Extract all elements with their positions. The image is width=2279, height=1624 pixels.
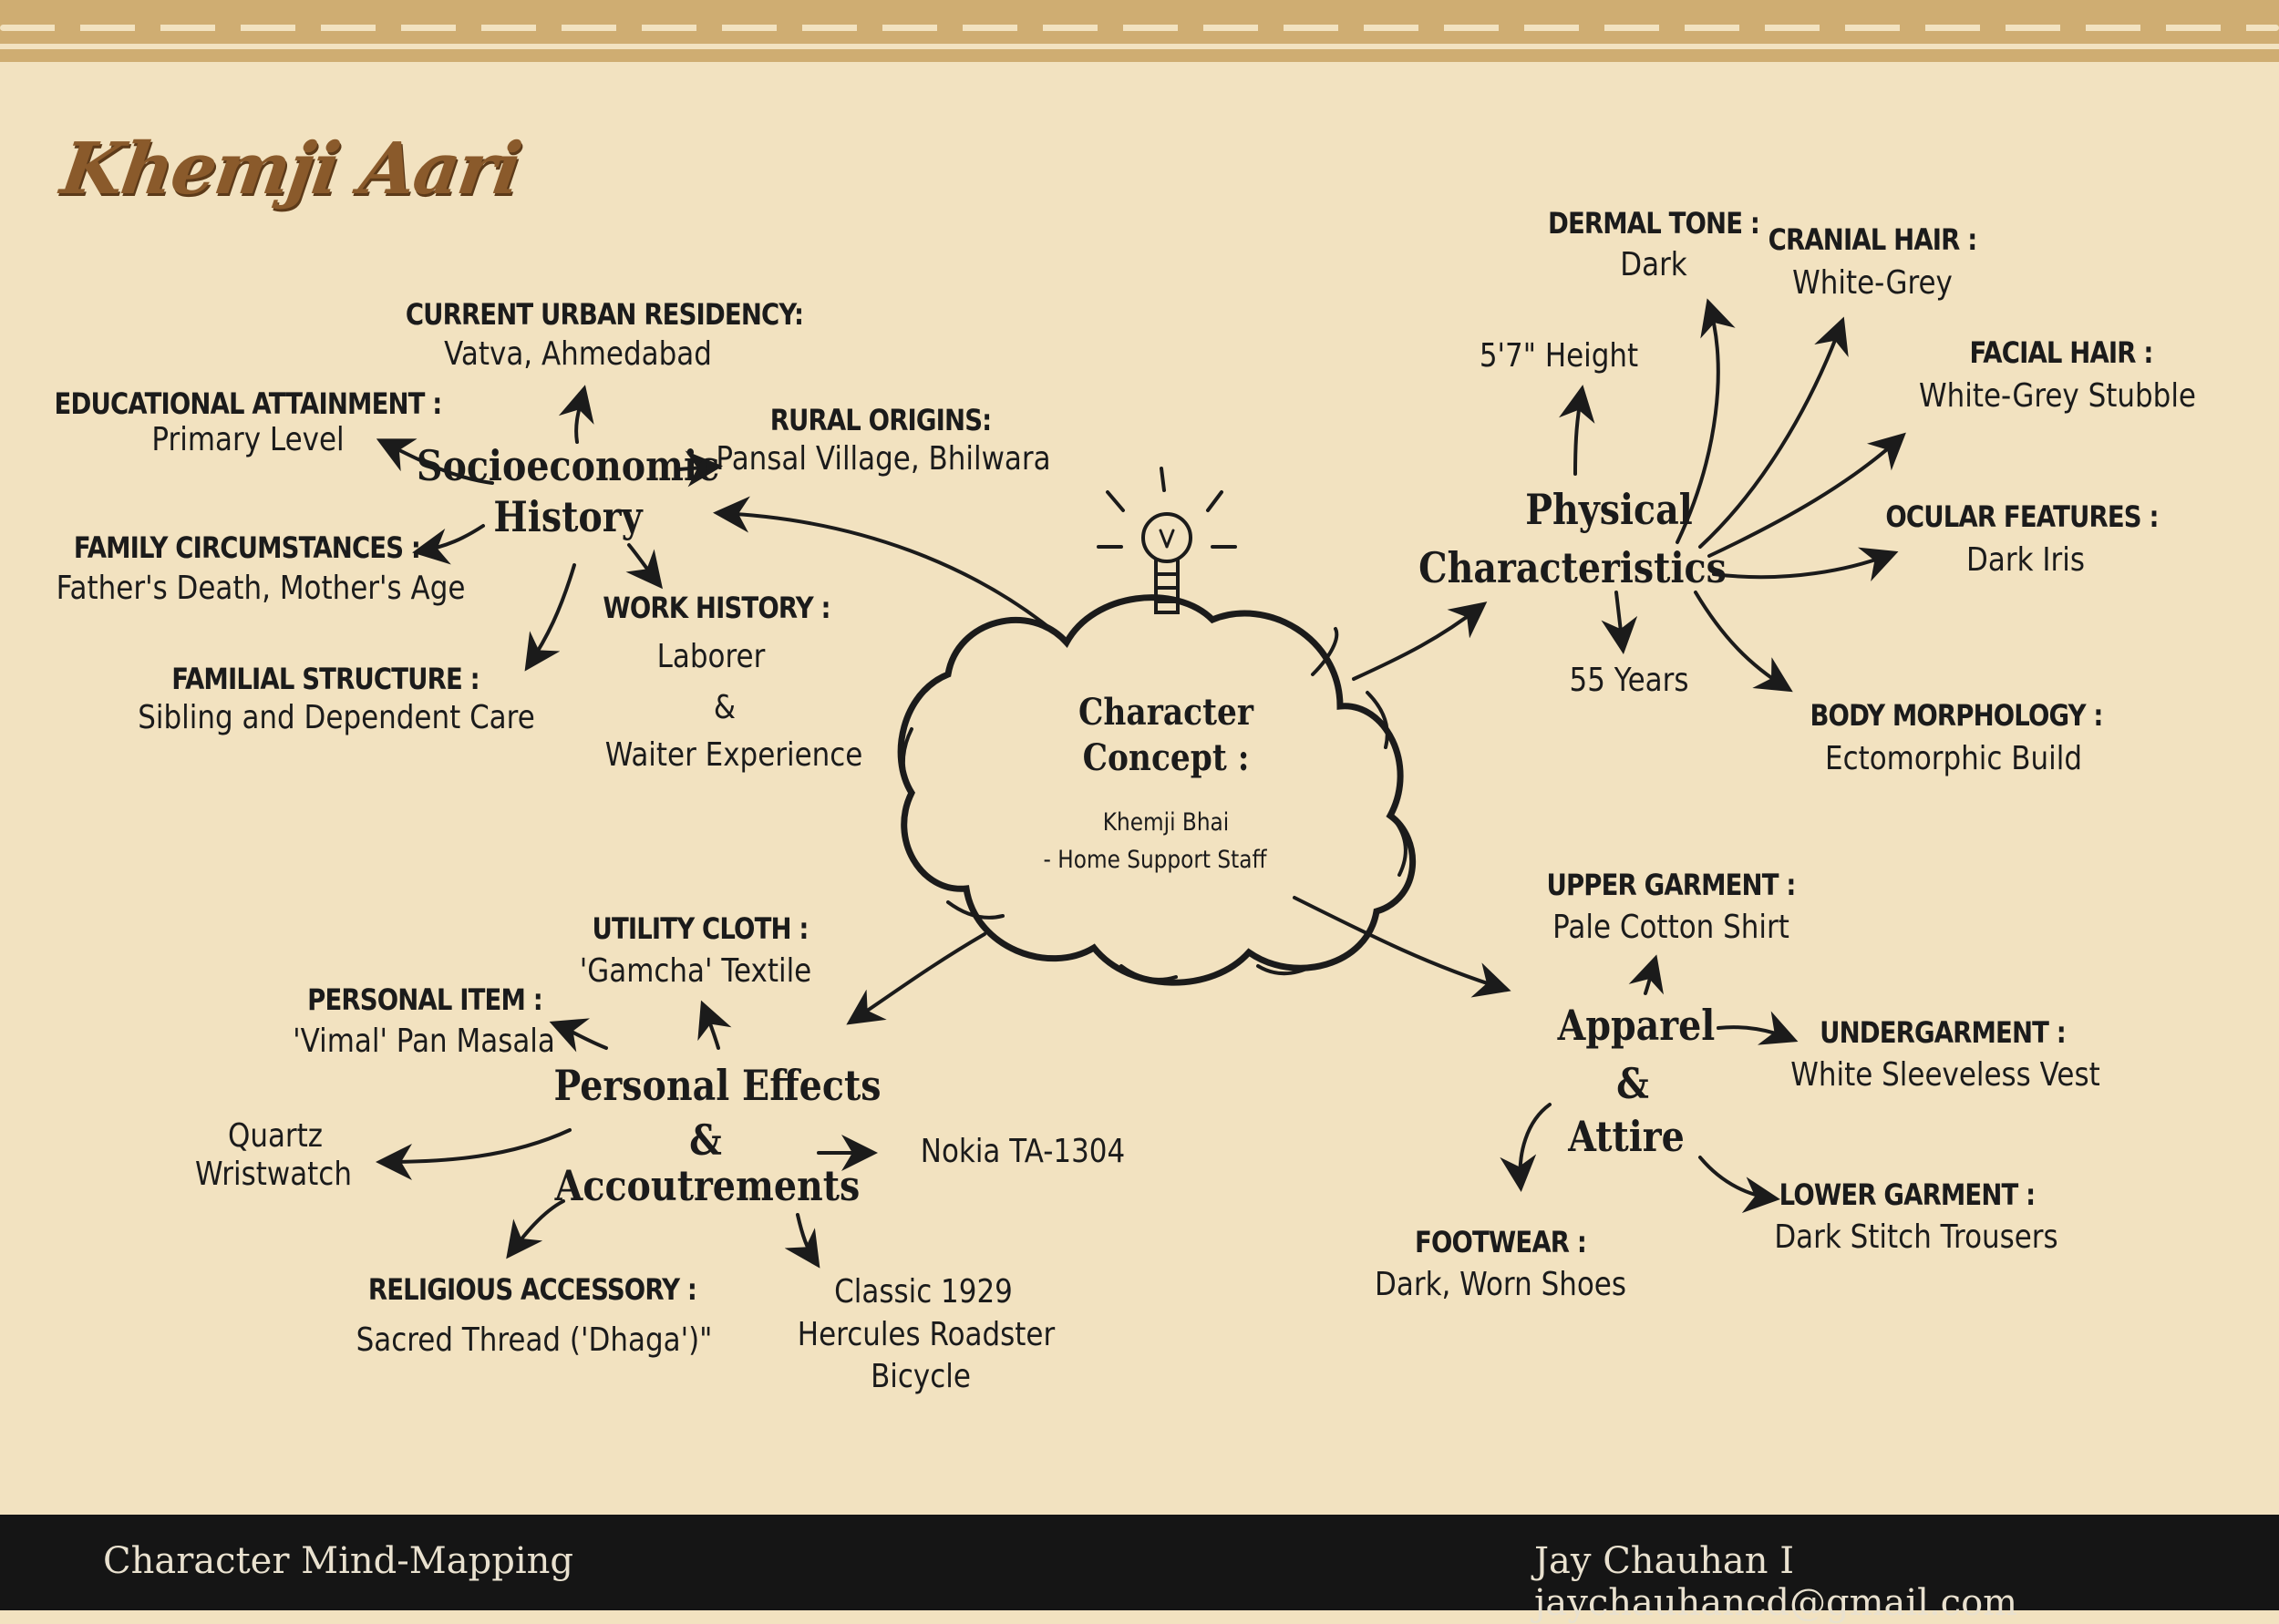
- work-label: WORK HISTORY :: [603, 591, 830, 625]
- center-sub-line2: - Home Support Staff: [1043, 846, 1267, 874]
- upper-value: Pale Cotton Shirt: [1552, 909, 1789, 946]
- footer-credit: Jay Chauhan I jaychauhancd@gmail.com: [1534, 1540, 2018, 1624]
- work-value-2: &: [713, 689, 737, 726]
- height-value: 5'7" Height: [1479, 337, 1639, 375]
- apparel-hub-line1: Apparel: [1557, 1001, 1716, 1050]
- center-title-line2: Concept :: [1082, 736, 1250, 779]
- rural-label: RURAL ORIGINS:: [769, 403, 992, 437]
- watch-line1: Quartz: [227, 1117, 324, 1155]
- socio-hub-line1: Socioeconomic: [416, 441, 720, 490]
- cranial-label: CRANIAL HAIR :: [1768, 222, 1978, 257]
- under-label: UNDERGARMENT :: [1820, 1015, 2067, 1050]
- work-value-3: Waiter Experience: [604, 736, 863, 774]
- body-label: BODY MORPHOLOGY :: [1810, 698, 2103, 733]
- personal-hub-line1: Personal Effects: [553, 1061, 882, 1110]
- dermal-label: DERMAL TONE :: [1547, 206, 1760, 241]
- bicycle-line3: Bicycle: [871, 1358, 971, 1395]
- ocular-label: OCULAR FEATURES :: [1885, 499, 2159, 534]
- center-sub-line1: Khemji Bhai: [1102, 808, 1230, 837]
- structure-value: Sibling and Dependent Care: [138, 699, 535, 736]
- family-value: Father's Death, Mother's Age: [56, 570, 466, 607]
- dermal-value: Dark: [1620, 246, 1687, 283]
- footer-title: Character Mind-Mapping: [103, 1540, 573, 1582]
- family-label: FAMILY CIRCUMSTANCES :: [73, 530, 421, 565]
- work-value-1: Laborer: [656, 638, 766, 675]
- body-value: Ectomorphic Build: [1825, 740, 2082, 777]
- band-line: [0, 44, 2279, 49]
- religious-value: Sacred Thread ('Dhaga')": [356, 1321, 713, 1359]
- footwear-value: Dark, Worn Shoes: [1375, 1266, 1626, 1303]
- top-decorative-band: [0, 0, 2279, 62]
- under-value: White Sleeveless Vest: [1790, 1056, 2100, 1094]
- footwear-label: FOOTWEAR :: [1415, 1225, 1587, 1259]
- structure-label: FAMILIAL STRUCTURE :: [171, 662, 480, 696]
- personal-hub-line3: Accoutrements: [554, 1161, 861, 1210]
- apparel-hub-line2: &: [1616, 1059, 1649, 1108]
- age-value: 55 Years: [1569, 662, 1689, 699]
- facial-value: White-Grey Stubble: [1919, 377, 2196, 415]
- footer-bar: Character Mind-Mapping Jay Chauhan I jay…: [0, 1515, 2279, 1624]
- religious-label: RELIGIOUS ACCESSORY :: [367, 1272, 697, 1307]
- bicycle-line1: Classic 1929: [834, 1273, 1013, 1311]
- bicycle-line2: Hercules Roadster: [797, 1316, 1056, 1353]
- phone-value: Nokia TA-1304: [920, 1133, 1126, 1170]
- personal-hub-line2: &: [689, 1115, 722, 1165]
- center-title-line1: Character: [1078, 691, 1253, 734]
- lightbulb-icon: [1141, 512, 1192, 563]
- item-value: 'Vimal' Pan Masala: [293, 1023, 555, 1060]
- upper-label: UPPER GARMENT :: [1546, 868, 1796, 902]
- apparel-hub-line3: Attire: [1568, 1112, 1685, 1161]
- education-value: Primary Level: [151, 421, 345, 458]
- concept-cloud: [897, 594, 1417, 986]
- lower-label: LOWER GARMENT :: [1779, 1177, 2036, 1212]
- stitch-dash-line: [0, 25, 2279, 31]
- facial-label: FACIAL HAIR :: [1969, 335, 2154, 370]
- physical-hub-line1: Physical: [1525, 485, 1693, 534]
- ocular-value: Dark Iris: [1966, 541, 2085, 579]
- residency-value: Vatva, Ahmedabad: [444, 335, 712, 373]
- item-label: PERSONAL ITEM :: [307, 982, 543, 1017]
- lower-value: Dark Stitch Trousers: [1774, 1218, 2058, 1256]
- education-label: EDUCATIONAL ATTAINMENT :: [54, 386, 443, 421]
- socio-hub-line2: History: [493, 492, 643, 541]
- utility-value: 'Gamcha' Textile: [579, 952, 812, 990]
- physical-hub-line2: Characteristics: [1418, 543, 1727, 592]
- residency-label: CURRENT URBAN RESIDENCY:: [405, 297, 804, 332]
- rural-value: Pansal Village, Bhilwara: [716, 440, 1051, 478]
- watch-line2: Wristwatch: [195, 1156, 352, 1193]
- utility-label: UTILITY CLOTH :: [592, 911, 809, 946]
- cranial-value: White-Grey: [1792, 264, 1953, 302]
